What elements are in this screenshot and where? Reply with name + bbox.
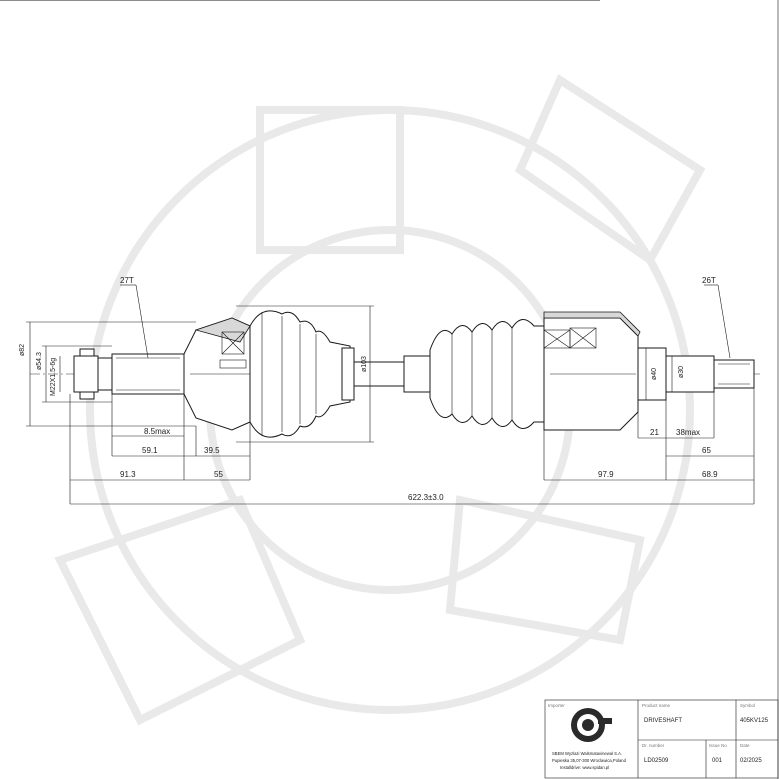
dim-55: 55	[214, 470, 223, 479]
dim-68-9: 68.9	[702, 470, 718, 479]
dim-d40: ø40	[651, 368, 658, 380]
dim-65: 65	[702, 446, 711, 455]
spline-leaders	[120, 284, 731, 359]
date-value: 02/2025	[740, 758, 762, 764]
dim-38max: 38max	[676, 428, 700, 437]
drawing-no-label: Dr. number	[642, 743, 665, 748]
inner-cv-joint	[543, 311, 641, 431]
left-diameter-dims	[26, 321, 196, 427]
company-logo	[571, 708, 612, 742]
outer-cv-joint	[183, 317, 251, 431]
date-label: Date	[740, 743, 750, 748]
issue-value: 001	[712, 758, 723, 764]
dim-total-length: 622.3±3.0	[408, 493, 444, 502]
dim-39-5: 39.5	[204, 446, 220, 455]
importer-text-1: SBEM Wyzlazi Walsmatavinewal S.A.	[552, 751, 622, 756]
importer-label: Importer	[548, 703, 565, 708]
outer-boot	[249, 310, 351, 438]
importer-text-2: Pupieska 35,07-300 Wroclawica,Poland	[552, 758, 627, 763]
right-stub-shaft	[637, 347, 755, 401]
product-name-label: Product name	[642, 703, 671, 708]
spline-left-label: 27T	[120, 276, 134, 285]
symbol-value: 405KV125	[740, 718, 769, 724]
dim-d30: ø30	[678, 366, 685, 378]
middle-diameter-dims	[236, 305, 673, 443]
dim-21: 21	[650, 428, 659, 437]
product-name: DRIVESHAFT	[644, 718, 682, 724]
dim-d103: ø103	[361, 356, 368, 372]
horizontal-dims	[69, 388, 755, 505]
intermediate-shaft	[341, 347, 461, 401]
dim-8-5max: 8.5max	[144, 427, 170, 436]
dim-od-54-3: ø54.3	[36, 352, 43, 370]
dim-thread: M22X1.5-6g	[50, 358, 57, 396]
issue-label: Issue No	[709, 743, 727, 748]
importer-text-3: Installdrive: www.spidan.pl	[560, 765, 609, 770]
dim-91-3: 91.3	[120, 470, 136, 479]
drawing-no-value: LD02509	[644, 758, 669, 764]
spline-right-label: 26T	[702, 276, 716, 285]
symbol-label: Symbol	[740, 703, 755, 708]
title-block	[544, 699, 779, 779]
watermark-logo	[54, 74, 706, 726]
inner-boot	[429, 319, 545, 429]
dim-59-1: 59.1	[142, 446, 158, 455]
left-stub-shaft	[73, 348, 185, 400]
dim-od-82: ø82	[19, 344, 26, 356]
dim-97-9: 97.9	[598, 470, 614, 479]
